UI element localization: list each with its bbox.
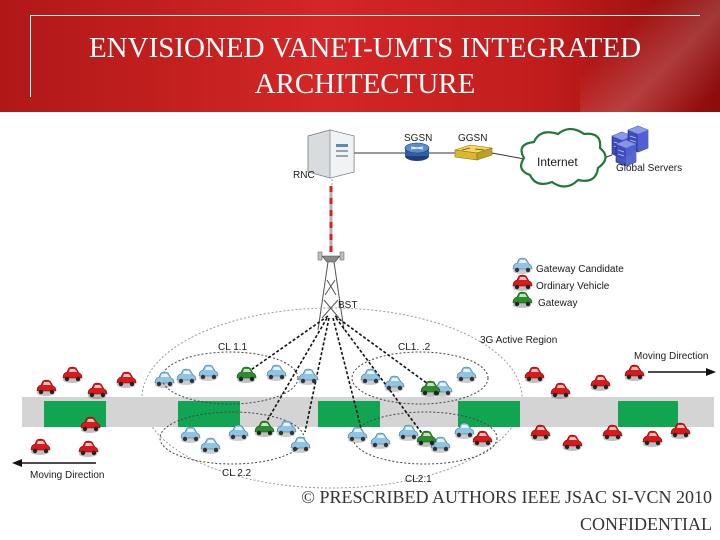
architecture-diagram: RNC SGSN GGSN Internet Global Servers	[12, 125, 716, 489]
sgsn-router-icon	[404, 142, 430, 161]
legend-ordinary-label: Ordinary Vehicle	[536, 281, 610, 292]
slide-title: ENVISIONED VANET-UMTS INTEGRATED ARCHITE…	[30, 30, 700, 102]
legend-gateway-label: Gateway	[538, 298, 577, 309]
ordinary-vehicle	[30, 438, 51, 456]
candidate-vehicle	[200, 437, 221, 455]
cluster-cl21-boundary	[352, 411, 498, 465]
cluster-cl11-label: CL 1.1	[218, 342, 248, 353]
ordinary-vehicle	[602, 424, 623, 442]
lane-marker	[618, 401, 678, 427]
candidate-vehicle	[290, 436, 311, 454]
lane-marker	[458, 401, 520, 427]
ordinary-vehicle	[624, 364, 645, 382]
ordinary-vehicle	[87, 382, 108, 400]
candidate-vehicle	[298, 368, 319, 386]
candidate-vehicle	[176, 368, 197, 386]
legend-ordinary-icon	[512, 274, 533, 292]
legend-candidate-icon	[512, 257, 533, 275]
internet-label: Internet	[537, 155, 578, 169]
candidate-vehicle	[347, 426, 368, 444]
confidential-notice: CONFIDENTIAL	[580, 514, 712, 534]
title-frame	[30, 15, 700, 97]
bst-gateway-links	[247, 315, 429, 437]
candidate-vehicle	[370, 432, 391, 450]
ordinary-vehicle	[62, 366, 83, 384]
direction-right-label: Moving Direction	[634, 351, 708, 362]
candidate-vehicle	[456, 366, 477, 384]
gateway-vehicle-cl21	[416, 430, 437, 448]
lane-marker	[318, 401, 380, 427]
cluster-cl11-boundary	[161, 351, 299, 405]
gateway-vehicle-cl11	[236, 366, 257, 384]
bst-label: BST	[338, 300, 357, 311]
legend-gateway-icon	[512, 291, 533, 309]
bst-link-cl12	[334, 315, 429, 385]
rnc-label: RNC	[293, 170, 315, 181]
candidate-vehicle	[266, 364, 287, 382]
direction-right-arrow-icon	[648, 368, 716, 376]
legend-candidate-label: Gateway Candidate	[536, 264, 624, 275]
ordinary-vehicle	[562, 434, 583, 452]
bst-link-cl11	[247, 315, 329, 373]
ordinary-vehicle	[590, 374, 611, 392]
global-servers-label: Global Servers	[616, 163, 682, 174]
lane-markers	[44, 401, 678, 427]
ordinary-vehicle	[530, 424, 551, 442]
direction-left-label: Moving Direction	[30, 470, 104, 481]
cluster-cl12-label: CL1. .2	[398, 342, 431, 353]
direction-left-arrow-icon	[12, 459, 96, 467]
candidate-vehicle	[198, 364, 219, 382]
legend: Gateway Candidate Ordinary Vehicle Gatew…	[512, 257, 624, 309]
bst-link-cl22	[263, 317, 328, 427]
cluster-cl22-label: CL 2.2	[222, 468, 252, 479]
candidate-vehicle	[384, 375, 405, 393]
sgsn-label: SGSN	[404, 133, 432, 144]
slide-title-line1: ENVISIONED VANET-UMTS INTEGRATED	[88, 32, 642, 64]
internet-cloud-icon	[520, 127, 607, 188]
candidate-vehicle	[228, 424, 249, 442]
ordinary-vehicle	[472, 430, 493, 448]
ordinary-vehicle	[78, 440, 99, 458]
bst-tower-icon	[317, 186, 345, 331]
candidate-vehicle	[398, 424, 419, 442]
candidate-vehicle	[154, 371, 175, 389]
active-region-label: 3G Active Region	[480, 335, 557, 346]
ordinary-vehicle	[550, 382, 571, 400]
gateway-vehicle-cl12	[420, 380, 441, 398]
global-servers-icon	[611, 125, 649, 167]
bst-link-center-left	[304, 317, 330, 433]
lane-marker	[178, 401, 240, 427]
ordinary-vehicle	[116, 371, 137, 389]
cluster-cl21-label: CL2.1	[405, 474, 432, 485]
candidate-vehicle	[180, 426, 201, 444]
title-banner	[0, 0, 720, 112]
ordinary-vehicle	[36, 379, 57, 397]
cluster-cl12-boundary	[351, 351, 489, 405]
candidate-vehicle	[360, 368, 381, 386]
ordinary-vehicle	[524, 366, 545, 384]
copyright-notice: © PRESCRIBED AUTHORS IEEE JSAC SI-VCN 20…	[301, 487, 712, 507]
slide-title-line2: ARCHITECTURE	[254, 68, 476, 100]
ggsn-label: GGSN	[458, 133, 487, 144]
ordinary-vehicle	[642, 430, 663, 448]
bst-link-cl21	[335, 317, 425, 437]
ggsn-router-icon	[454, 144, 493, 161]
rnc-server-icon	[307, 129, 355, 179]
